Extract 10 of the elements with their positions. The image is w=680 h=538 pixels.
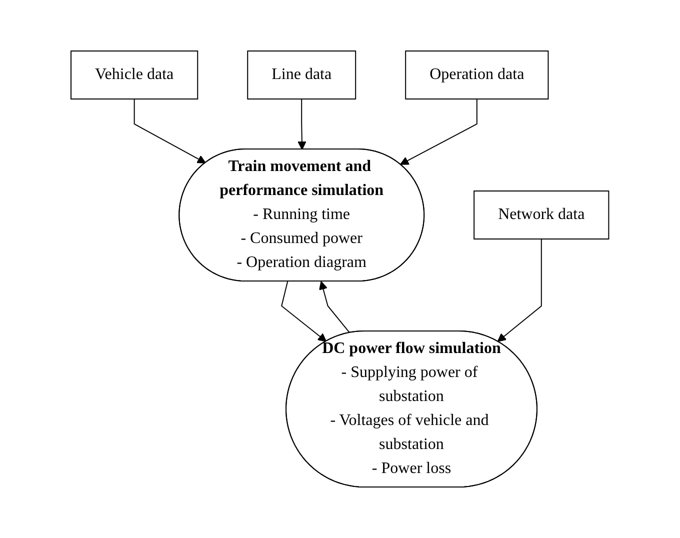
node-box: Vehicle data <box>70 50 198 100</box>
node-box: Network data <box>474 190 610 240</box>
arrow <box>298 98 306 150</box>
node-box: Line data <box>247 50 356 100</box>
arrow <box>281 281 327 342</box>
arrow <box>400 98 478 165</box>
arrow <box>319 281 350 334</box>
arrow <box>497 238 542 342</box>
node-box: Operation data <box>405 50 549 100</box>
arrow <box>134 98 206 164</box>
